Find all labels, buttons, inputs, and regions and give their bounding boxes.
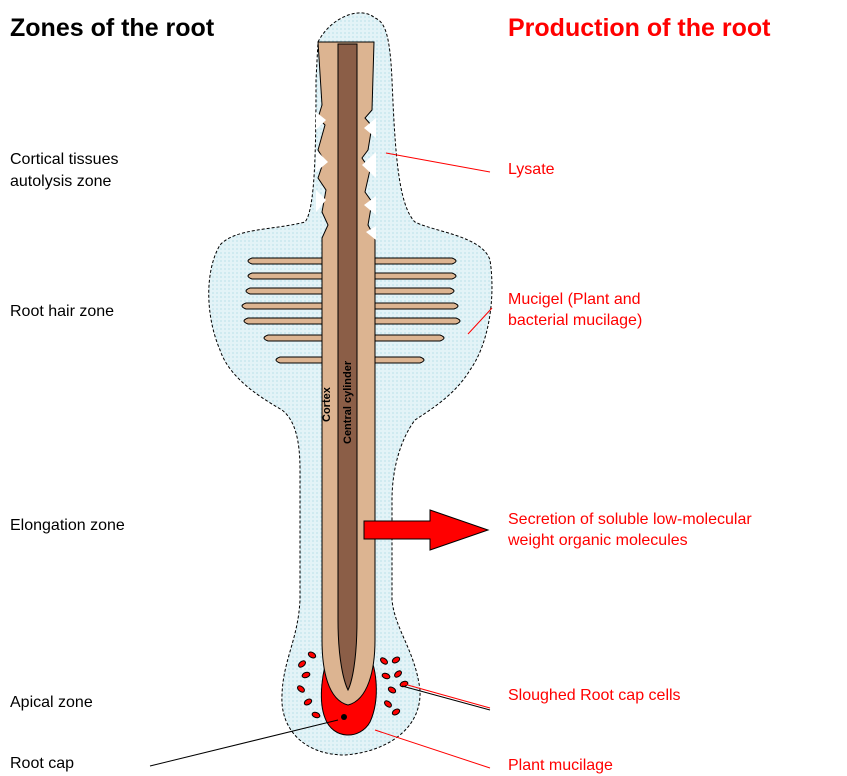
root-hair: [374, 288, 454, 294]
cortical-zone-label-line1: Cortical tissues: [10, 150, 118, 170]
root-hair: [246, 288, 325, 294]
mucigel-label-line1: Mucigel (Plant and: [508, 290, 641, 310]
central-cylinder-label: Central cylinder: [342, 360, 354, 444]
plant-mucilage-label: Plant mucilage: [508, 756, 613, 776]
elongation-zone-label: Elongation zone: [10, 516, 125, 536]
root-hair: [248, 258, 325, 264]
root-hair: [374, 303, 458, 309]
cortex-label: Cortex: [321, 386, 333, 422]
root-hair: [264, 335, 325, 341]
secretion-label-line1: Secretion of soluble low-molecular: [508, 510, 752, 530]
root-hair: [242, 303, 325, 309]
lysate-leader: [386, 153, 490, 172]
root-hair: [276, 357, 325, 363]
root-hair: [374, 335, 444, 341]
mucigel-label-line2: bacterial mucilage): [508, 311, 642, 331]
root-hair: [374, 258, 456, 264]
root-hair-zone-label: Root hair zone: [10, 302, 114, 322]
root-hair: [374, 318, 460, 324]
root-hair: [244, 318, 325, 324]
root-hair: [374, 357, 424, 363]
cortical-zone-label-line2: autolysis zone: [10, 172, 111, 192]
root-hair: [374, 273, 456, 279]
apical-zone-label: Apical zone: [10, 693, 93, 713]
lysate-label: Lysate: [508, 160, 555, 180]
root-cap-cell: [341, 714, 347, 720]
root-cap-label: Root cap: [10, 754, 74, 774]
secretion-label-line2: weight organic molecules: [508, 531, 688, 551]
sloughed-label: Sloughed Root cap cells: [508, 686, 681, 706]
plant-mucilage-leader: [375, 730, 490, 768]
root-hair: [248, 273, 325, 279]
